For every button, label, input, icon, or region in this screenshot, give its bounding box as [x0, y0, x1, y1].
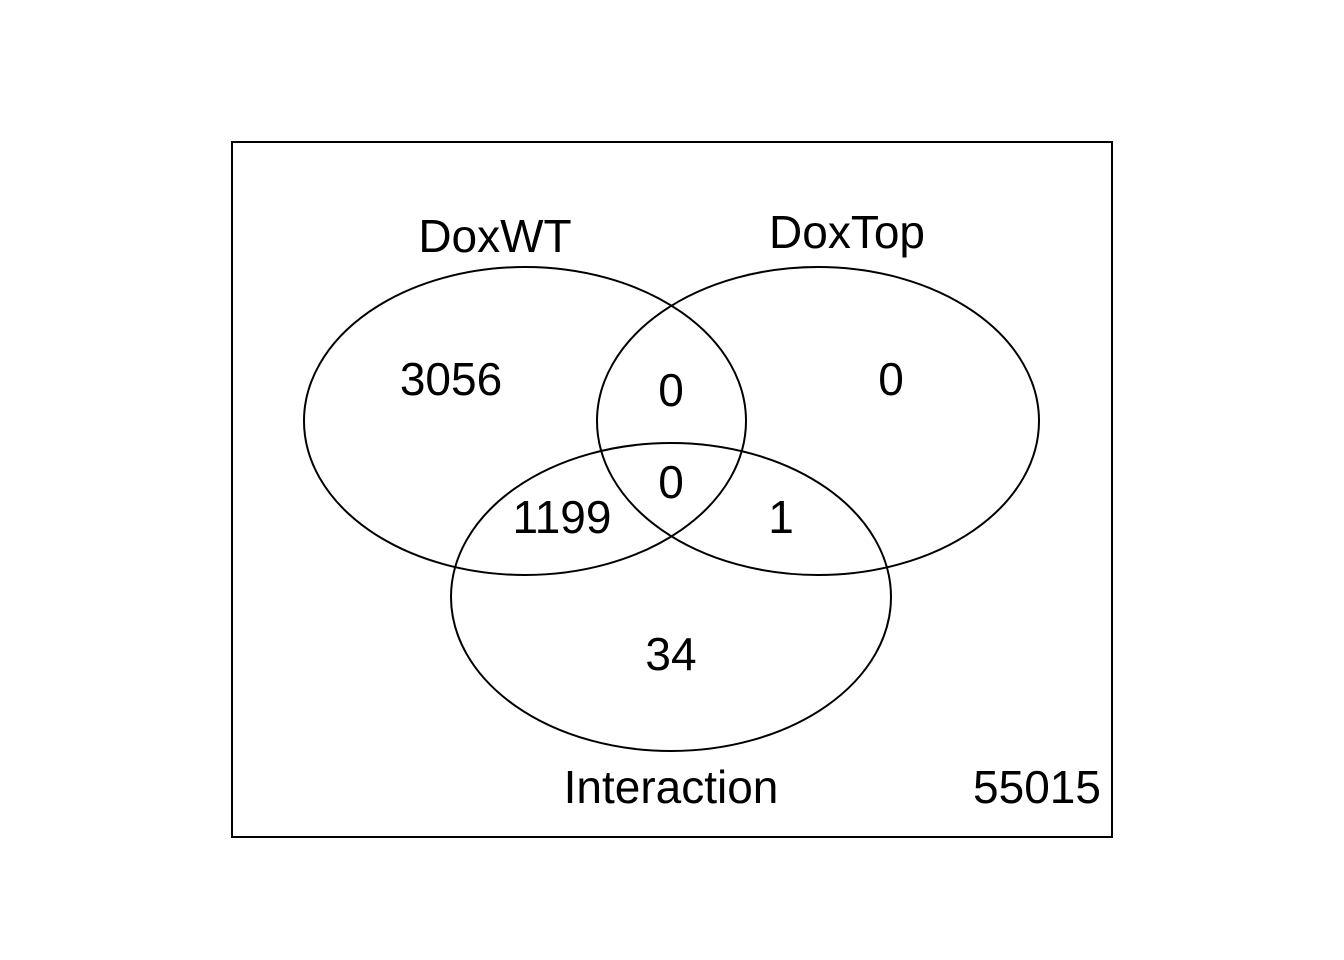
all-three-count: 0 [658, 456, 684, 508]
doxtop-circle [596, 266, 1040, 576]
universe-box [231, 141, 1113, 838]
doxwt-label: DoxWT [418, 210, 571, 262]
doxwt-doxtop-count: 0 [658, 364, 684, 416]
interaction-label: Interaction [564, 761, 779, 813]
interaction-circle [450, 442, 892, 752]
doxwt-circle [303, 266, 747, 576]
outside-count: 55015 [973, 761, 1101, 813]
interaction-only-count: 34 [645, 628, 696, 680]
doxtop-only-count: 0 [878, 353, 904, 405]
doxwt-only-count: 3056 [400, 353, 502, 405]
doxtop-label: DoxTop [769, 206, 925, 258]
doxtop-interaction-count: 1 [768, 491, 794, 543]
doxwt-interaction-count: 1199 [513, 491, 612, 543]
